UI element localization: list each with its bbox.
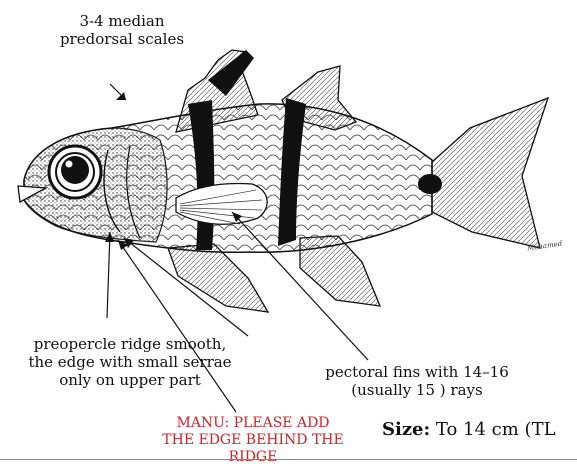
note-line: RIDGE (158, 449, 348, 466)
note-line: MANU: PLEASE ADD (158, 415, 348, 432)
pointer-preopercle (107, 232, 110, 318)
bottom-divider (0, 459, 577, 460)
label-line: preopercle ridge smooth, (0, 335, 260, 353)
size-value: To 14 cm (TL (430, 419, 555, 440)
caudal-fin (432, 98, 548, 248)
label-line: pectoral fins with 14–16 (306, 363, 528, 381)
label-line: only on upper part (0, 371, 260, 389)
label-line: predorsal scales (47, 30, 197, 48)
size-caption: Size: To 14 cm (TL (382, 419, 556, 441)
pelvic-fin (168, 244, 268, 312)
label-line: the edge with small serrae (0, 353, 260, 371)
pectoral-fin-label: pectoral fins with 14–16 (usually 15 ) r… (306, 363, 528, 399)
label-line: (usually 15 ) rays (306, 381, 528, 399)
predorsal-scales-label: 3-4 median predorsal scales (47, 12, 197, 48)
label-line: 3-4 median (47, 12, 197, 30)
note-line: THE EDGE BEHIND THE (158, 432, 348, 449)
size-label: Size: (382, 419, 430, 440)
preopercle-label: preopercle ridge smooth, the edge with s… (0, 335, 260, 389)
caudal-spot (418, 174, 442, 194)
